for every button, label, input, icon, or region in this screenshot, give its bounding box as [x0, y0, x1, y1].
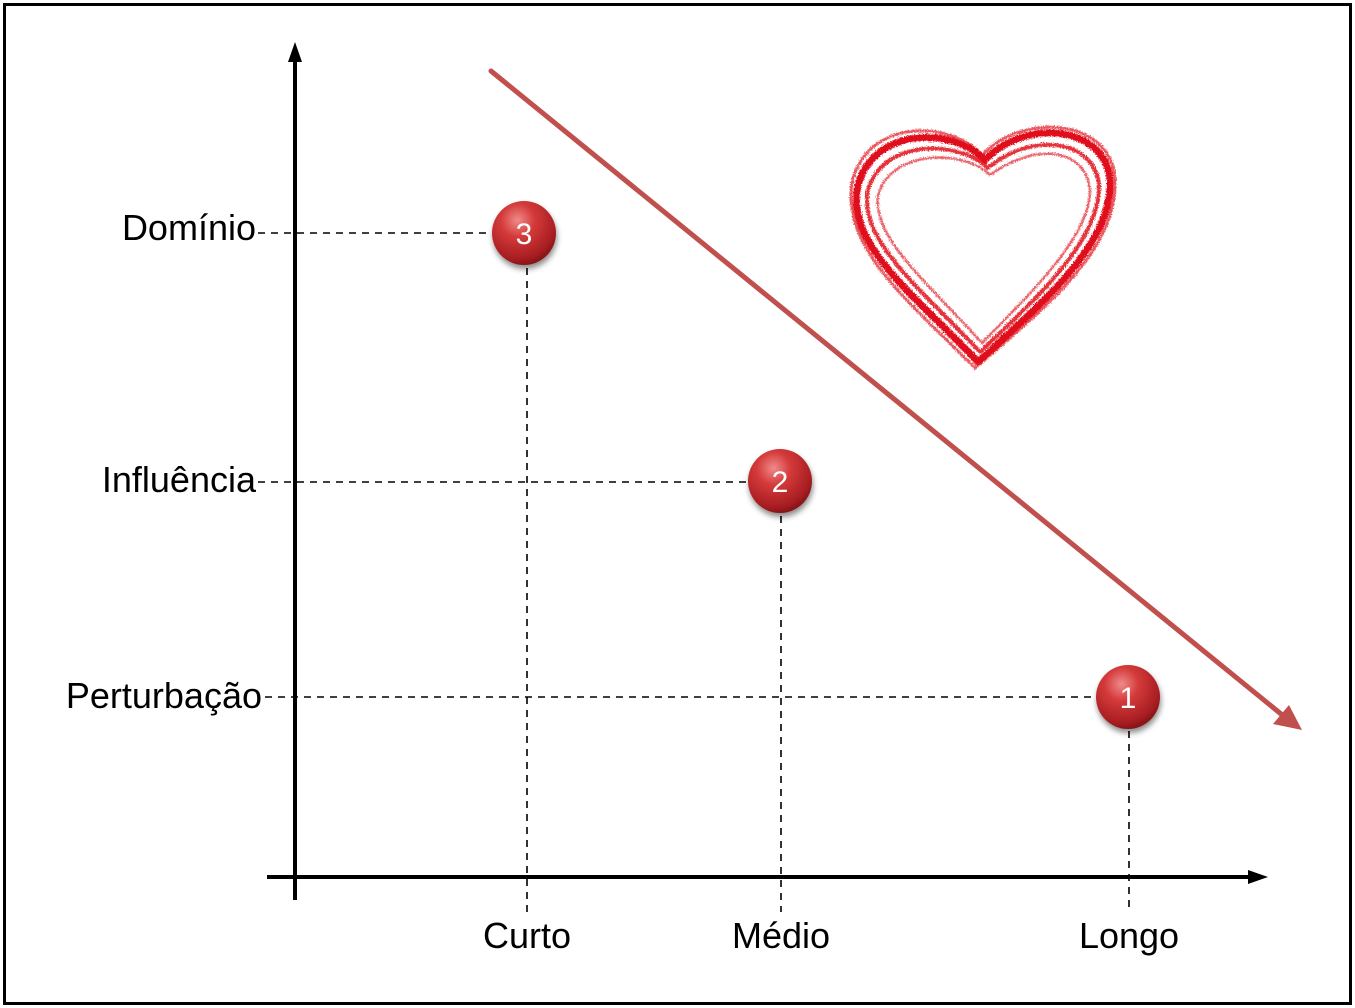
marker-3: [492, 201, 556, 265]
marker-2: [748, 449, 812, 513]
trend-arrow: [488, 68, 1302, 730]
x-label-medio: Médio: [732, 915, 830, 956]
trend-arrow-line: [488, 68, 1289, 721]
y-label-perturbacao: Perturbação: [66, 675, 262, 716]
axes: [267, 42, 1268, 900]
x-axis-arrowhead: [1248, 870, 1268, 884]
marker-1: [1096, 665, 1160, 729]
marker-3-label: 3: [516, 218, 533, 251]
x-label-longo: Longo: [1079, 915, 1179, 956]
y-label-dominio: Domínio: [122, 207, 256, 248]
marker-1-label: 1: [1120, 682, 1137, 715]
heart-icon: [849, 125, 1117, 370]
diagram-frame: [3, 3, 1352, 1005]
guide-lines: [258, 232, 1130, 912]
y-label-influencia: Influência: [102, 459, 257, 500]
marker-2-label: 2: [772, 466, 789, 499]
y-axis-arrowhead: [288, 42, 302, 62]
x-label-curto: Curto: [483, 915, 571, 956]
trend-arrow-head: [1273, 705, 1302, 730]
